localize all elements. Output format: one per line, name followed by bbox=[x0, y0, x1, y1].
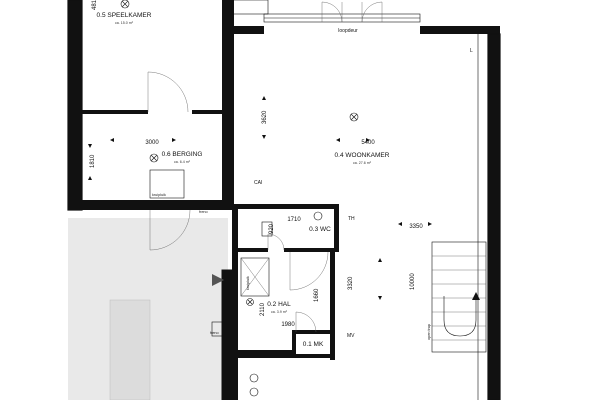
wc-name: 0.3 WC bbox=[309, 226, 331, 233]
stair-steps bbox=[432, 255, 486, 341]
ceiling-light-berging bbox=[149, 153, 159, 163]
ceiling-light-woonkamer bbox=[349, 112, 359, 122]
woonkamer-name: 0.4 WOONKAMER bbox=[335, 152, 390, 159]
hal-name: 0.2 HAL bbox=[267, 301, 291, 308]
dim-berging-height: 1810 bbox=[90, 154, 96, 168]
wc-top-wall bbox=[238, 204, 338, 209]
wc-toilet bbox=[313, 211, 323, 221]
berging-bottom-wall bbox=[68, 200, 222, 210]
speelkamer-top-wall bbox=[222, 0, 234, 32]
hal-kruipluik bbox=[240, 257, 270, 297]
dim-hal-length: 2110 bbox=[260, 302, 266, 316]
dim-berging-width: 3000 bbox=[145, 140, 159, 146]
mk-door bbox=[295, 311, 317, 333]
wc-right-wall bbox=[334, 204, 339, 252]
stair-label: open trap bbox=[427, 324, 431, 340]
berging-kruipluik-label: kruipluik bbox=[152, 193, 166, 197]
dim-hal-height-inner: 1660 bbox=[314, 288, 320, 302]
freno-top-label: freno bbox=[199, 210, 208, 214]
wc-door bbox=[267, 233, 285, 251]
speelkamer-door bbox=[147, 71, 189, 113]
stair-walkline bbox=[443, 296, 477, 337]
hal-left-wall bbox=[232, 204, 238, 400]
ceiling-light-speelkamer bbox=[120, 0, 130, 9]
berging-name: 0.6 BERGING bbox=[162, 151, 203, 158]
speelkamer-berging-wall bbox=[82, 110, 148, 114]
outdoor-fixture bbox=[249, 373, 259, 383]
loopdeur-door-left bbox=[321, 1, 343, 23]
entrance-wall bbox=[221, 269, 235, 400]
top-facade-wall-right bbox=[420, 26, 500, 34]
stair bbox=[431, 241, 487, 353]
outdoor-inner-area bbox=[109, 299, 151, 400]
dim-right-height: 10000 bbox=[410, 273, 416, 290]
dim-wc-height: 920 bbox=[269, 223, 275, 234]
dim-top-left-vertical: 4810 bbox=[92, 0, 98, 10]
woonkamer-area: ca. 27.6 m² bbox=[353, 161, 372, 165]
ceiling-light-hal bbox=[246, 298, 254, 306]
hal-door bbox=[289, 251, 329, 291]
speelkamer-area: ca. 15.0 m² bbox=[115, 21, 134, 25]
berging-area: ca. 6.4 m² bbox=[174, 160, 191, 164]
dim-hal-height: 3320 bbox=[348, 276, 354, 290]
mk-bottom-wall bbox=[292, 354, 335, 358]
entrance-arrow bbox=[212, 274, 224, 286]
freno-bottom-label: freno bbox=[210, 331, 219, 335]
mk-left-wall bbox=[292, 330, 296, 358]
berging-kruipluik bbox=[149, 169, 185, 199]
berging-door bbox=[149, 209, 191, 251]
top-window-frame bbox=[231, 0, 269, 15]
wc-washbasin bbox=[261, 221, 273, 237]
speelkamer-name: 0.5 SPEELKAMER bbox=[97, 12, 152, 19]
wc-bottom-wall bbox=[238, 248, 268, 252]
mk-top-wall bbox=[292, 330, 335, 334]
dim-right-width: 3350 bbox=[409, 224, 423, 230]
dimension-arrows bbox=[88, 96, 432, 340]
outdoor-meter bbox=[211, 321, 223, 337]
berging-right-wall bbox=[222, 0, 234, 210]
dim-woonkamer-width: 5400 bbox=[361, 140, 375, 146]
dim-wc-width: 1710 bbox=[287, 217, 301, 223]
left-outer-wall bbox=[67, 0, 83, 211]
loopdeur-label: loopdeur bbox=[338, 28, 358, 34]
mv-label: MV bbox=[347, 333, 355, 339]
cai-label: CAI bbox=[254, 180, 262, 186]
th-label: TH bbox=[348, 216, 355, 222]
top-facade-wall-left bbox=[222, 26, 264, 34]
dim-woonkamer-height: 3620 bbox=[262, 110, 268, 124]
speelkamer-berging-wall-right bbox=[192, 110, 222, 114]
right-outer-wall bbox=[487, 33, 501, 400]
dim-hal-width: 1980 bbox=[281, 322, 295, 328]
hal-mid-wall bbox=[284, 248, 338, 252]
l-mark: L bbox=[470, 48, 473, 54]
loopdeur-door-right bbox=[361, 1, 383, 23]
outdoor-fixture-2 bbox=[249, 387, 259, 397]
hal-area: ca. 3.9 m² bbox=[271, 310, 288, 314]
hal-bottom-wall bbox=[238, 350, 292, 358]
hal-right-wall bbox=[330, 252, 335, 360]
hal-kruipluik-label: kruipluik bbox=[246, 276, 250, 290]
mk-name: 0.1 MK bbox=[303, 341, 324, 348]
